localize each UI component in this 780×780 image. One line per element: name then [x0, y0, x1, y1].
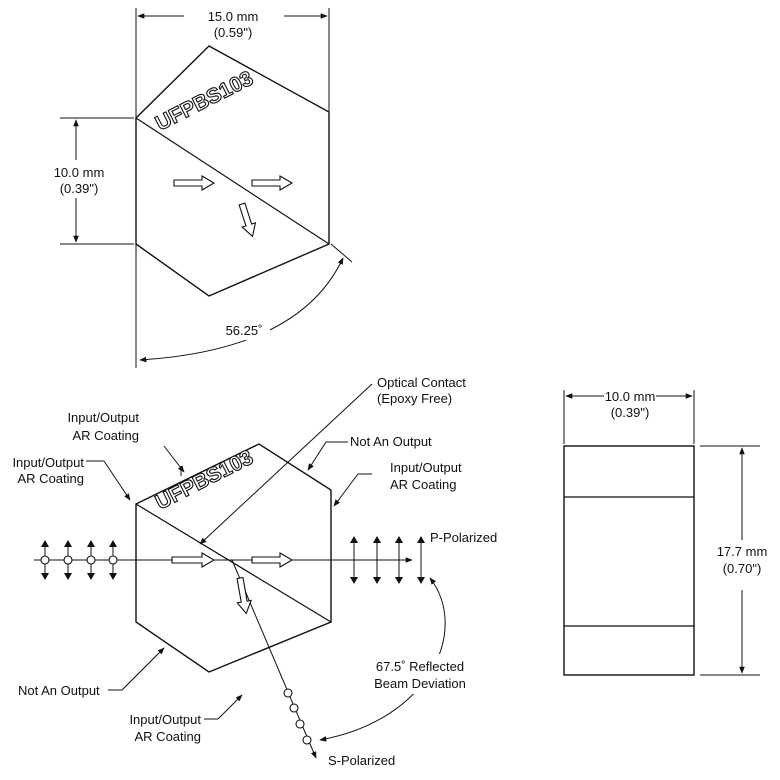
side-body	[563, 445, 695, 676]
not-an-output-top-leader	[307, 441, 327, 471]
transmitted-arrow	[251, 175, 294, 191]
side-view: 10.0 mm (0.39") 17.7 mm (0.70")	[563, 389, 768, 676]
optical-contact-label: Optical Contact	[377, 375, 466, 390]
prism-body	[135, 443, 332, 673]
input-output-right-label: Input/Output	[390, 460, 462, 475]
extension-line	[330, 243, 353, 263]
input-output-top-label: Input/Output	[67, 410, 139, 425]
beam-view: UFPBS103	[12, 375, 497, 768]
side-width-mm-label: 10.0 mm	[605, 389, 656, 404]
input-output-right-label: AR Coating	[390, 477, 456, 492]
transmitted-arrow	[173, 175, 216, 191]
input-output-top-label: AR Coating	[73, 428, 139, 443]
top-width-in-label: (0.59")	[214, 25, 253, 40]
s-polarized-label: S-Polarized	[328, 753, 395, 768]
optical-contact-leader	[199, 383, 373, 545]
polarization-markers-p	[350, 536, 425, 584]
side-height-in-label: (0.70")	[723, 561, 762, 576]
hypotenuse-line	[135, 117, 330, 245]
input-output-top-leader	[163, 445, 185, 473]
side-width-in-label: (0.39")	[611, 405, 650, 420]
input-output-bottom-leader	[217, 694, 243, 720]
input-output-right-leader	[333, 473, 359, 507]
input-output-left-label: AR Coating	[18, 471, 84, 486]
not-an-output-bottom-leader	[121, 647, 165, 691]
input-output-left-label: Input/Output	[12, 455, 84, 470]
angle-arc	[139, 257, 344, 363]
top-width-mm-label: 15.0 mm	[208, 9, 259, 24]
angle-label-bg	[218, 318, 270, 340]
input-output-bottom-label: Input/Output	[129, 712, 201, 727]
top-height-mm-label: 10.0 mm	[54, 165, 105, 180]
input-output-bottom-label: AR Coating	[135, 729, 201, 744]
polarization-markers-s	[283, 688, 312, 745]
deviation-label: 67.5˚ Reflected	[376, 659, 464, 674]
not-an-output-bottom-label: Not An Output	[18, 683, 100, 698]
reflected-arrow	[238, 202, 257, 238]
optical-contact-label: (Epoxy Free)	[377, 391, 452, 406]
top-angle-label: 56.25˚	[226, 323, 263, 338]
p-polarized-label: P-Polarized	[430, 530, 497, 545]
deviation-label: Beam Deviation	[374, 676, 466, 691]
side-height-mm-label: 17.7 mm	[717, 544, 768, 559]
transmitted-arrow	[251, 552, 294, 568]
input-output-left-leader	[103, 460, 131, 501]
not-an-output-top-label: Not An Output	[350, 434, 432, 449]
reflected-arrow	[236, 576, 252, 615]
transmitted-arrow	[171, 552, 216, 568]
top-height-in-label: (0.39")	[60, 181, 99, 196]
deviation-label-bg	[352, 654, 486, 694]
top-view: 15.0 mm (0.59") 10.0 mm (0.39") UFPBS103…	[54, 8, 353, 368]
polarization-markers-input	[40, 540, 118, 580]
